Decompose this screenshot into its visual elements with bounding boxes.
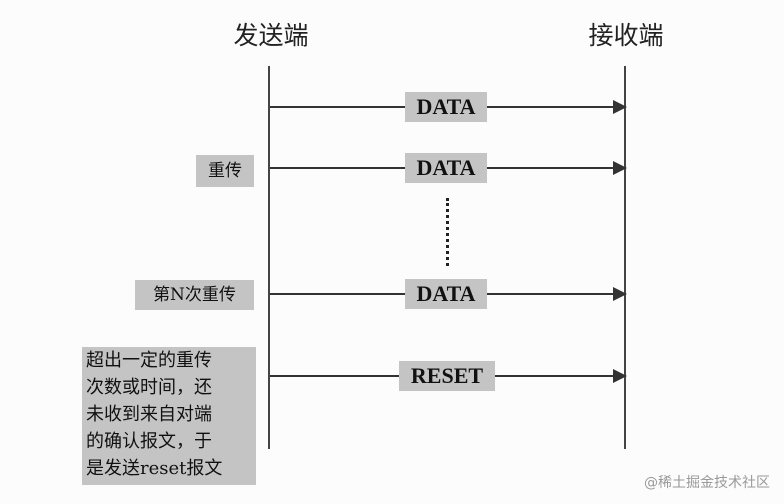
reset-note: 超出一定的重传 次数或时间，还 未收到来自对端 的确认报文，于 是发送reset… xyxy=(82,347,256,485)
receiver-lifeline xyxy=(624,66,626,449)
data-label-n: DATA xyxy=(405,279,487,309)
sender-lifeline xyxy=(268,66,270,449)
retransmit-label: 重传 xyxy=(196,155,254,187)
receiver-title: 接收端 xyxy=(588,21,664,50)
note-line: 未收到来自对端 xyxy=(86,404,212,425)
nth-retransmit-label: 第N次重传 xyxy=(135,280,254,310)
note-line: 超出一定的重传 xyxy=(86,350,212,371)
sender-title: 发送端 xyxy=(233,21,309,50)
ellipsis-dots xyxy=(446,198,449,266)
note-line: 次数或时间，还 xyxy=(86,377,212,398)
reset-label: RESET xyxy=(399,361,495,391)
note-line: 的确认报文，于 xyxy=(86,431,212,452)
credit-watermark: @稀土掘金技术社区 xyxy=(644,475,770,491)
data-label-1: DATA xyxy=(405,92,487,122)
data-label-2: DATA xyxy=(405,153,487,183)
note-line: 是发送reset报文 xyxy=(86,458,223,479)
